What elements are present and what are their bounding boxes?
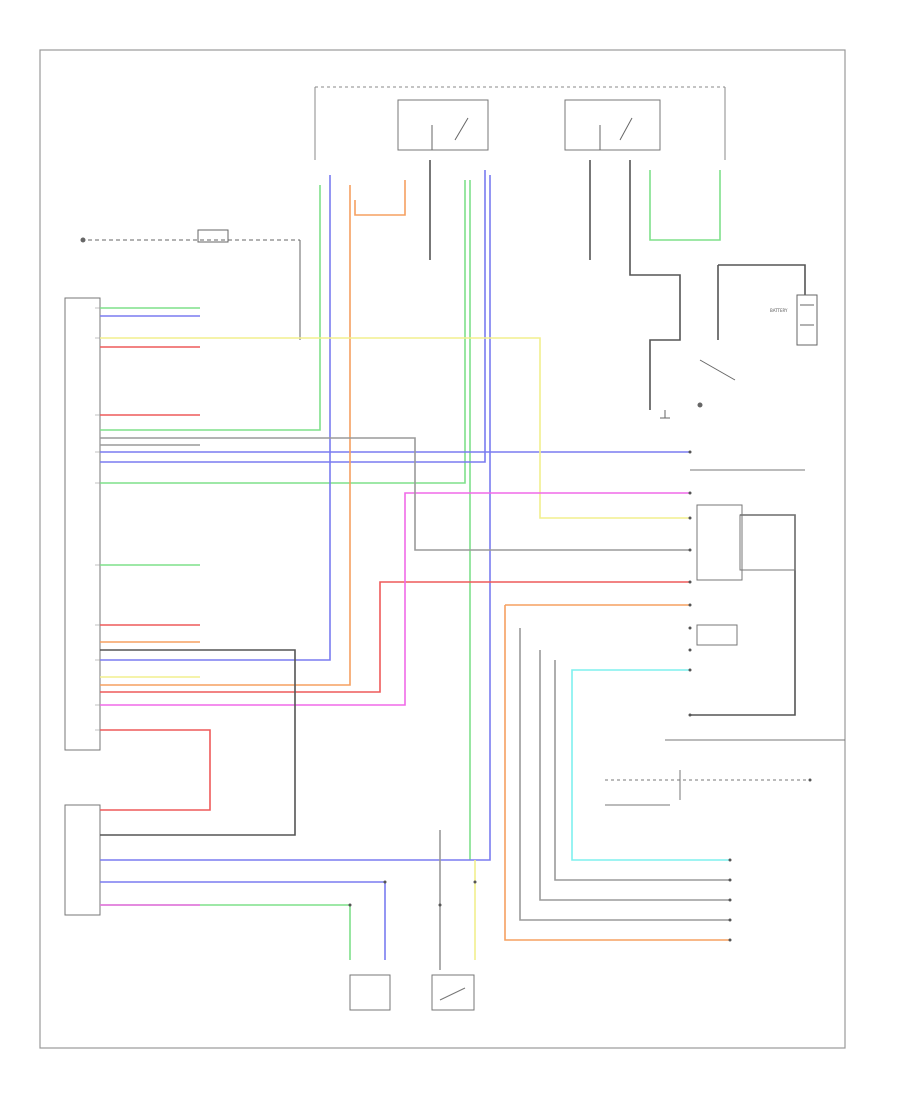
wire-yellow-1 [100, 337, 690, 519]
wire-blue-5 [100, 881, 386, 960]
wire-dark-2 [629, 160, 681, 410]
wire-blue-4 [100, 175, 331, 661]
wire-cyan-1 [571, 669, 730, 861]
wire-green-3 [100, 180, 466, 484]
wire-red-3 [100, 581, 690, 693]
right-relay-box [564, 99, 661, 151]
starter-switch [660, 359, 736, 419]
bottom-switch-right [431, 974, 475, 1011]
bottom-sensor-left [349, 974, 391, 1011]
ecu-connector [64, 297, 101, 751]
ecu2-connector [64, 804, 101, 916]
wire-orange-2 [354, 180, 406, 216]
wire-green-2 [100, 185, 321, 431]
wire-gray-1 [100, 437, 690, 551]
wires [100, 160, 806, 970]
right-connector [605, 469, 845, 806]
wire-gray-4 [539, 650, 730, 901]
wire-gray-3 [519, 628, 730, 921]
wire-orange-4 [504, 605, 730, 941]
wire-orange-1 [100, 185, 351, 686]
battery-icon [796, 294, 818, 346]
wire-gray-5 [554, 660, 730, 881]
left-fuse-link [80, 229, 301, 340]
ecu-pin-ticks [95, 307, 100, 731]
battery-label: BATTERY [770, 308, 788, 313]
main-relay-box [397, 99, 489, 151]
wire-blue-6 [100, 175, 491, 861]
wire-pink-1 [100, 492, 690, 706]
wire-red-4 [100, 729, 211, 811]
relay-contacts [431, 117, 633, 150]
wire-blue-3 [100, 170, 486, 463]
wire-green-5 [100, 904, 351, 960]
wire-dark-1 [100, 649, 296, 836]
wire-green-6 [649, 170, 721, 241]
wire-dark-3 [718, 264, 806, 300]
fuse-rails [314, 86, 726, 160]
terminal-dots [348, 450, 812, 942]
diagram-frame [39, 49, 846, 1049]
